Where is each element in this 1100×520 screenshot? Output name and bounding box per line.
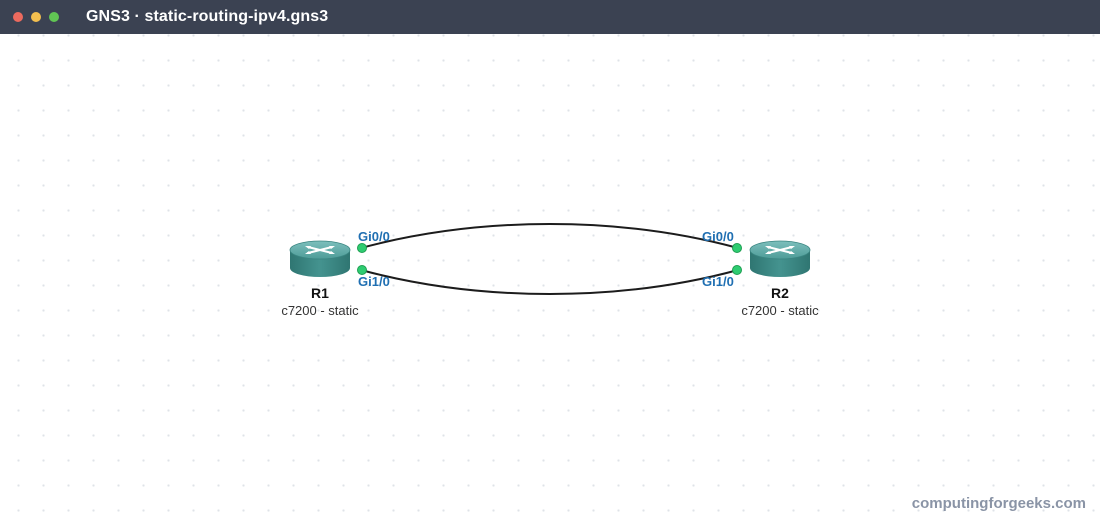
router-icon [749,240,811,277]
minimize-button[interactable] [31,12,41,22]
router-r2[interactable] [749,240,811,277]
window-controls [13,12,59,22]
topology-svg: Gi0/0 Gi1/0 Gi0/0 Gi1/0 R1 R2 c7200 - st… [281,223,819,318]
router-icon [289,240,351,277]
link-gi0-0[interactable] [360,223,739,249]
port-status-r2-gi0-0 [732,243,742,253]
zoom-button[interactable] [49,12,59,22]
port-status-r1-gi0-0 [357,243,367,253]
title-bar: GNS3 · static-routing-ipv4.gns3 [0,0,1100,34]
port-status-r1-gi1-0 [357,265,367,275]
iface-label-r1-gi1-0[interactable]: Gi1/0 [358,274,390,289]
iface-label-r2-gi1-0[interactable]: Gi1/0 [702,274,734,289]
topology-canvas[interactable]: Gi0/0 Gi1/0 Gi0/0 Gi1/0 R1 R2 c7200 - st… [0,34,1100,520]
node-name-r2[interactable]: R2 [771,285,789,301]
window-title: GNS3 · static-routing-ipv4.gns3 [86,8,329,25]
node-model-r2: c7200 - static [741,303,819,318]
node-name-r1[interactable]: R1 [311,285,329,301]
close-button[interactable] [13,12,23,22]
iface-label-r2-gi0-0[interactable]: Gi0/0 [702,229,734,244]
link-gi1-0[interactable] [360,269,739,295]
router-r1[interactable] [289,240,351,277]
watermark: computingforgeeks.com [911,495,1086,512]
node-model-r1: c7200 - static [281,303,359,318]
iface-label-r1-gi0-0[interactable]: Gi0/0 [358,229,390,244]
port-status-r2-gi1-0 [732,265,742,275]
